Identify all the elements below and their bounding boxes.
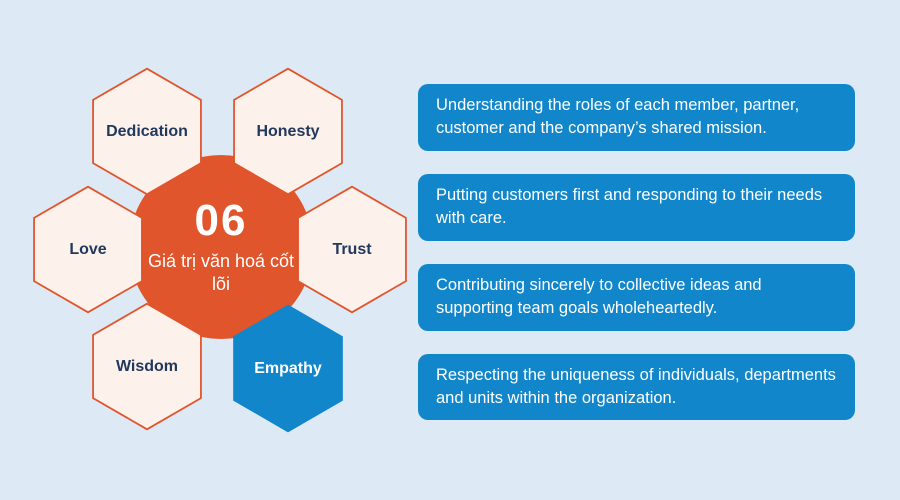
description-card-2: Putting customers first and responding t… [418,173,855,241]
description-card-1: Understanding the roles of each member, … [418,84,855,151]
hexagon-love: Love [32,185,144,314]
hexagon-label-honesty: Honesty [256,122,320,140]
hexagon-shape [92,302,202,431]
descriptions-list: Understanding the roles of each member, … [418,84,855,421]
description-text-3: Contributing sincerely to collective ide… [436,275,762,318]
hexagon-label-empathy: Empathy [254,359,322,377]
hexagon-label-wisdom: Wisdom [115,357,179,375]
hexagon-shape [297,185,407,314]
center-label: Giá trị văn hoá cốt lõi [147,250,295,295]
hexagon-shape [233,304,343,433]
hexagon-wisdom: Wisdom [91,302,203,431]
description-card-3: Contributing sincerely to collective ide… [418,263,855,331]
description-text-2: Putting customers first and responding t… [436,185,823,228]
center-number: 06 [194,196,248,246]
hexagon-trust: Trust [296,185,408,314]
hexagon-shape [33,185,143,314]
hexagon-dedication: Dedication [91,67,203,196]
core-values-diagram: 06 Giá trị văn hoá cốt lõi Dedication Ho… [0,0,420,500]
hexagon-label-trust: Trust [332,240,372,258]
hexagon-label-dedication: Dedication [106,122,188,140]
hexagon-label-love: Love [69,240,107,258]
hexagon-empathy: Empathy [232,304,344,433]
hexagon-honesty: Honesty [232,67,344,196]
description-text-4: Respecting the uniqueness of individuals… [436,365,836,407]
description-text-1: Understanding the roles of each member, … [436,96,800,138]
hexagon-shape [92,67,202,196]
hexagon-shape [233,67,343,196]
description-card-4: Respecting the uniqueness of individuals… [418,353,855,421]
